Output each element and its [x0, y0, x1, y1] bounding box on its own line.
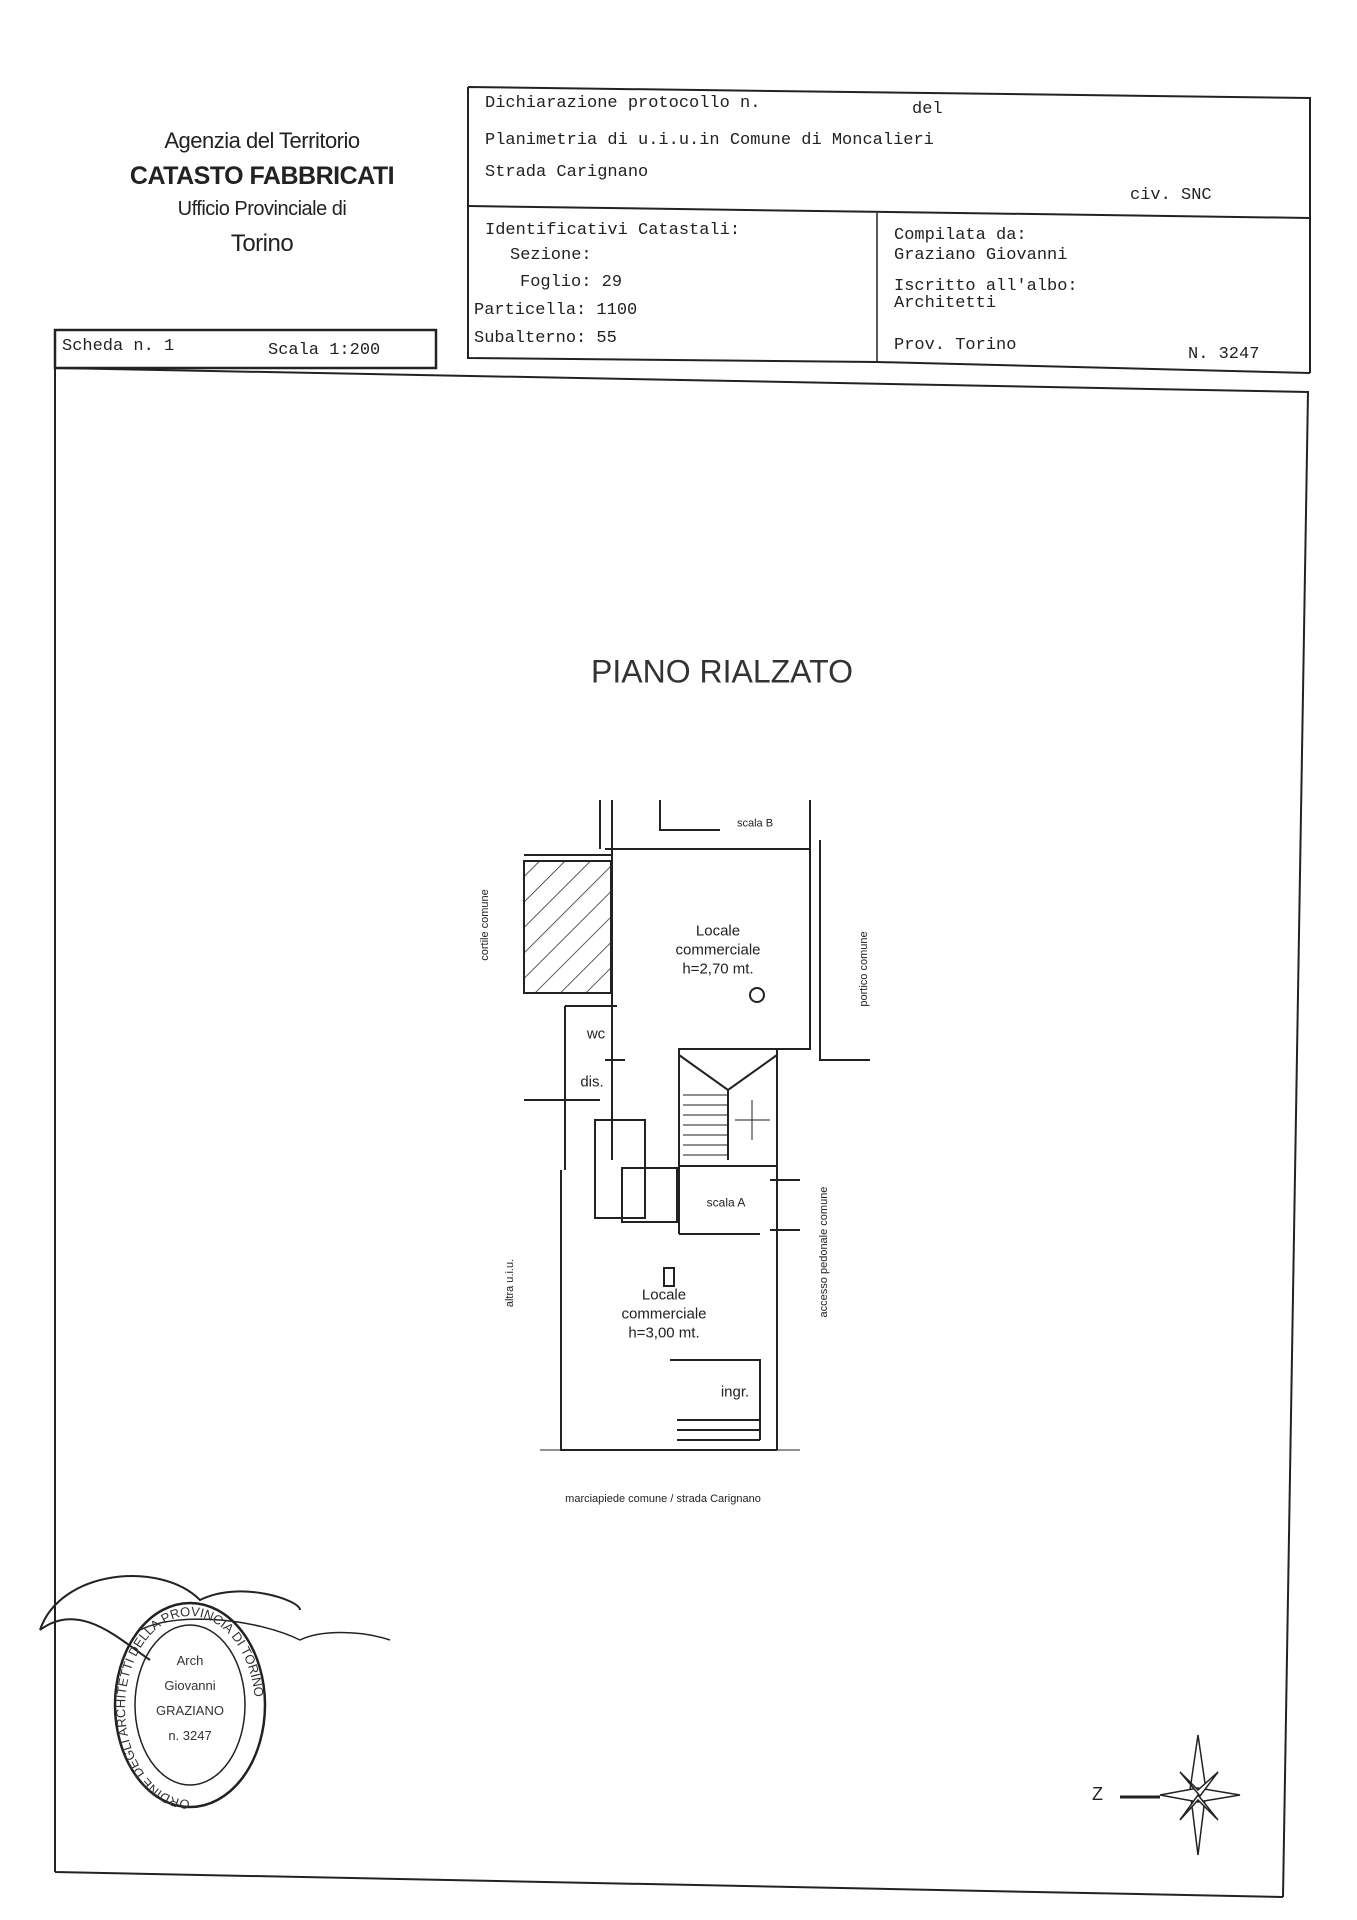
room-label-lower: Locale commerciale h=3,00 mt. [621, 1286, 706, 1343]
compiler-number: N. 3247 [1188, 345, 1260, 364]
sheet-scale: Scala 1:200 [268, 341, 381, 360]
compiler-title: Compilata da: [894, 226, 1027, 245]
stamp-line: n. 3247 [168, 1728, 211, 1743]
compass-rose-icon [1120, 1734, 1241, 1856]
dis-label: dis. [580, 1073, 604, 1091]
cortile-label: cortile comune [479, 889, 491, 961]
stamp-line: Giovanni [164, 1678, 215, 1693]
room-height: h=3,00 mt. [628, 1324, 700, 1342]
civic-number: civ. SNC [1130, 186, 1212, 205]
declaration-date-label: del [912, 100, 943, 119]
room-type: commerciale [621, 1305, 707, 1323]
signature [39, 1575, 301, 1661]
particella: Particella: 1100 [474, 301, 638, 320]
compiler-province: Prov. Torino [894, 336, 1017, 355]
identifiers-title: Identificativi Catastali: [485, 221, 741, 240]
header-frames [53, 86, 1311, 1898]
sheet-number: Scheda n. 1 [62, 337, 175, 356]
address-text: Strada Carignano [485, 163, 649, 182]
stamp-line: Arch [177, 1653, 204, 1668]
portico-label: portico comune [858, 931, 870, 1007]
foglio: Foglio: 29 [520, 273, 623, 292]
stamp-inner-text: Arch Giovanni GRAZIANO n. 3247 [156, 1653, 224, 1743]
street-caption: marciapiede comune / strada Carignano [565, 1493, 761, 1505]
scala-b-label: scala B [736, 817, 774, 830]
agency-department: CATASTO FABBRICATI [129, 162, 395, 190]
scala-a-label: scala A [706, 1195, 746, 1210]
plan-title: PIANO RIALZATO [591, 653, 853, 690]
wc-label: wc [586, 1025, 606, 1043]
compiler-registered: Iscritto all'albo: [894, 277, 1078, 296]
room-label-upper: Locale commerciale h=2,70 mt. [675, 922, 760, 979]
accesso-label: accesso pedonale comune [818, 1186, 830, 1318]
planimetria-text: Planimetria di u.i.u.in Comune di Moncal… [485, 131, 934, 150]
compass-north-label: Z [1092, 1784, 1103, 1804]
room-height: h=2,70 mt. [682, 960, 754, 978]
declaration-label: Dichiarazione protocollo n. [485, 94, 761, 113]
architect-stamp [39, 1575, 391, 1809]
agency-name: Agenzia del Territorio [164, 128, 360, 153]
hatched-area [523, 860, 612, 994]
compiler-name: Graziano Giovanni [894, 246, 1068, 265]
sezione: Sezione: [510, 246, 592, 265]
compiler-profession: Architetti [894, 294, 997, 313]
agency-office: Ufficio Provinciale di [177, 198, 347, 220]
room-name: Locale [695, 922, 741, 940]
room-type: commerciale [675, 941, 761, 959]
room-name: Locale [641, 1286, 687, 1304]
entrance-label: ingr. [720, 1383, 750, 1401]
stamp-line: GRAZIANO [156, 1703, 224, 1718]
altra-uiu-label: altra u.i.u. [504, 1258, 516, 1308]
agency-city: Torino [230, 230, 294, 257]
floor-plan [523, 800, 870, 1451]
subalterno: Subalterno: 55 [474, 329, 617, 348]
